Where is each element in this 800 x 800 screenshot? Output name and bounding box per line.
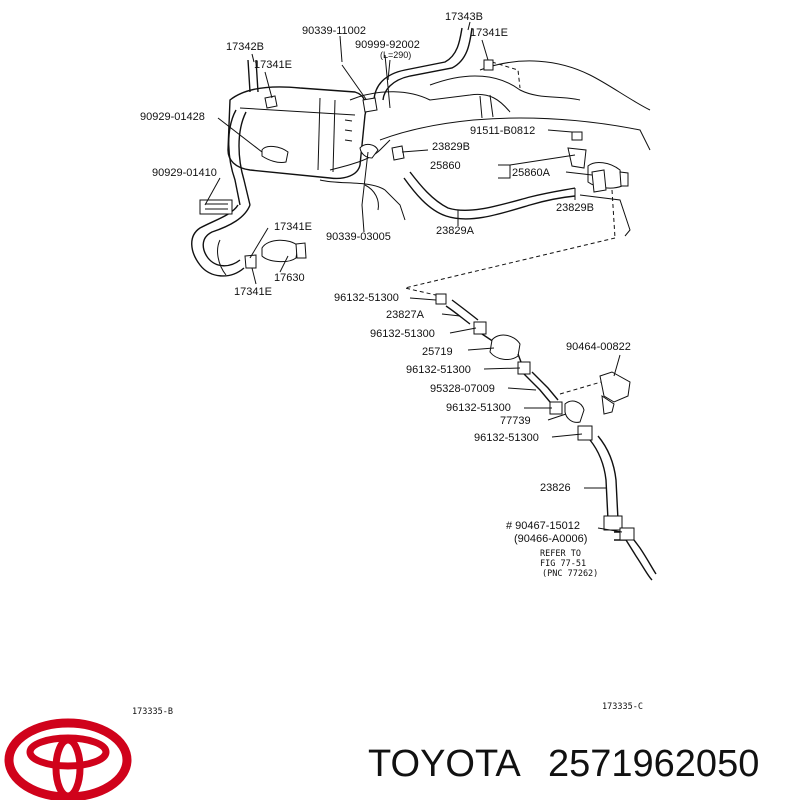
label-90999-92002: 90999-92002 [355, 39, 420, 51]
hose-90999 [341, 54, 391, 113]
label-90339-03005: 90339-03005 [326, 231, 391, 243]
label-17341E-bot: 17341E [234, 286, 272, 298]
label-17342B: 17342B [226, 41, 264, 53]
label-l290: (L=290) [380, 50, 411, 60]
brand-part-number: 2571962050 [548, 743, 759, 785]
label-17341E-top: 17341E [470, 27, 508, 39]
toyota-logo-icon [4, 718, 132, 800]
label-17343B: 17343B [445, 11, 483, 23]
label-25860A: 25860A [512, 167, 551, 179]
label-17341E-left: 17341E [254, 59, 292, 71]
label-96132-51300-1: 96132-51300 [334, 292, 399, 304]
label-96132-51300-4: 96132-51300 [446, 402, 511, 414]
valve-17630 [244, 239, 307, 269]
label-23826: 23826 [540, 482, 571, 494]
label-90466-A0006: (90466-A0006) [514, 533, 587, 545]
label-91511-B0812: 91511-B0812 [470, 125, 535, 137]
label-17341E-mid: 17341E [274, 221, 312, 233]
label-23829B-2: 23829B [556, 202, 594, 214]
label-90339-11002: 90339-11002 [302, 25, 366, 37]
label-96132-51300-5: 96132-51300 [474, 432, 539, 444]
label-90929-01428: 90929-01428 [140, 111, 205, 123]
charcoal-canister [227, 86, 367, 180]
diagram-code-b: 173335-B [132, 707, 173, 717]
label-refer-to: REFER TO [540, 549, 581, 559]
label-95328-07009: 95328-07009 [430, 383, 495, 395]
label-23827A: 23827A [386, 309, 425, 321]
label-23829A: 23829A [436, 225, 475, 237]
label-25719: 25719 [422, 346, 453, 358]
label-90467-15012: # 90467-15012 [506, 520, 580, 532]
label-96132-51300-2: 96132-51300 [370, 328, 435, 340]
vsv-25860 [404, 131, 629, 297]
hose-23829A [403, 171, 576, 220]
label-refer-fig: FIG 77-51 [540, 559, 586, 569]
label-17630: 17630 [274, 272, 305, 284]
diagram-code-c: 173335-C [602, 702, 643, 712]
label-90929-01410: 90929-01410 [152, 167, 217, 179]
label-23829B-1: 23829B [432, 141, 470, 153]
label-90464-00822: 90464-00822 [566, 341, 631, 353]
clamps-top [199, 59, 494, 215]
leader-lines [204, 21, 623, 533]
lower-line-assembly [435, 293, 657, 581]
brand-name: TOYOTA [368, 743, 521, 785]
label-refer-pnc: (PNC 77262) [542, 569, 598, 579]
hoses-left [191, 59, 259, 277]
label-77739: 77739 [500, 415, 531, 427]
label-96132-51300-3: 96132-51300 [406, 364, 471, 376]
label-25860: 25860 [430, 160, 461, 172]
pipe-17343B [373, 27, 521, 101]
